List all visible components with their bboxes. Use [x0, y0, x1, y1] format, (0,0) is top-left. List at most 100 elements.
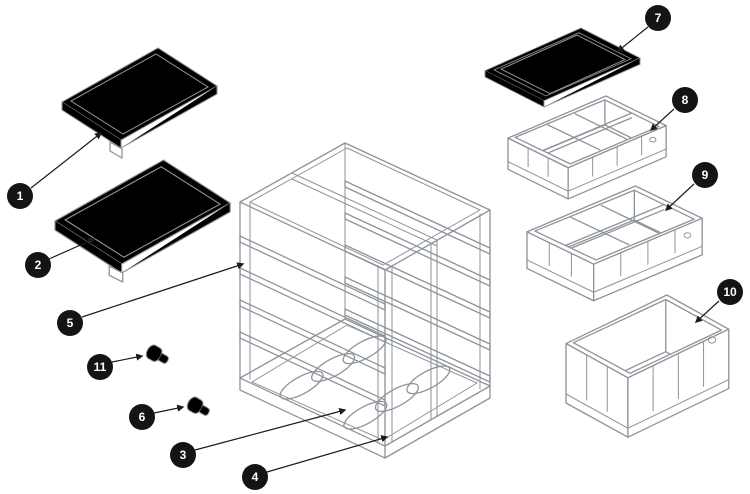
leader-line-9	[664, 183, 695, 211]
callout-number: 5	[67, 316, 74, 330]
part-5-frame	[240, 143, 490, 458]
lid-tab	[110, 142, 122, 158]
rail	[240, 236, 385, 310]
callout-5: 5	[57, 310, 83, 336]
part-7-tray	[484, 27, 641, 108]
callout-number: 10	[723, 285, 737, 299]
callout-2: 2	[25, 252, 51, 278]
lid-tab	[109, 266, 123, 282]
callout-circle	[242, 464, 268, 490]
bin-ribs	[549, 230, 675, 276]
slot	[276, 366, 326, 404]
part-11-fastener	[143, 342, 172, 368]
callout-number: 11	[94, 360, 107, 374]
rail	[240, 300, 385, 374]
frame-right-bay-rails	[345, 181, 490, 382]
rail	[345, 213, 490, 286]
bin-divider	[565, 205, 663, 251]
callout-circle	[129, 404, 155, 430]
callout-badges: 1 2 3 4 5 6 7 8	[7, 5, 743, 490]
pin-outline	[143, 342, 172, 368]
leader-line-1	[30, 132, 103, 189]
bin-base-band	[527, 246, 702, 292]
callout-number: 9	[702, 168, 709, 182]
leader-line-4	[266, 435, 389, 473]
parts-artwork	[54, 27, 729, 458]
frame-top-inner	[250, 148, 480, 265]
bin-ribs	[528, 136, 642, 176]
slot	[403, 361, 453, 399]
bin-hole	[684, 233, 691, 238]
callout-6: 6	[129, 404, 155, 430]
part-8-bin	[508, 96, 666, 199]
callout-circle	[717, 279, 743, 305]
rail	[345, 245, 490, 318]
rail	[345, 181, 490, 254]
frame-floor-slots	[276, 331, 453, 435]
leader-line-7	[616, 26, 649, 52]
bin-left-wall	[508, 138, 568, 199]
callout-4: 4	[242, 464, 268, 490]
bin-hole	[708, 337, 715, 343]
lid-outline	[61, 47, 218, 149]
bin-ribs	[587, 341, 704, 411]
frame-bottom-ring	[240, 319, 490, 446]
rail	[240, 332, 385, 406]
leader-lines	[30, 26, 720, 473]
bin-base-band	[566, 380, 729, 429]
callout-number: 6	[139, 410, 146, 424]
leader-line-2	[48, 238, 96, 260]
frame-divider-top-edge	[292, 173, 437, 246]
callout-circle	[7, 183, 33, 209]
callout-circle	[57, 310, 83, 336]
frame-floor-panel	[252, 325, 477, 440]
leader-line-6	[153, 404, 185, 414]
part-1-lid	[61, 47, 218, 158]
bin-hole	[650, 137, 656, 142]
divider-front-edge	[431, 240, 437, 419]
leader-line-3	[194, 408, 347, 451]
callout-7: 7	[645, 5, 671, 31]
callout-number: 1	[17, 189, 24, 203]
frame-base-skirt	[240, 378, 490, 458]
callout-circle	[170, 442, 196, 468]
bin-divider	[543, 113, 632, 155]
slot	[372, 378, 422, 416]
leader-line-5	[81, 262, 245, 318]
callout-circle	[645, 5, 671, 31]
callout-3: 3	[170, 442, 196, 468]
leader-line-10	[694, 300, 720, 323]
callout-circle	[25, 252, 51, 278]
part-6-fastener	[184, 394, 213, 420]
bin-cross-dividers	[548, 114, 627, 150]
callout-10: 10	[717, 279, 743, 305]
callout-number: 3	[180, 448, 187, 462]
part-9-bin	[527, 186, 702, 301]
front-post-edges	[378, 266, 392, 443]
callout-8: 8	[672, 87, 698, 113]
part-10-bin	[566, 295, 729, 437]
callout-number: 4	[252, 470, 259, 484]
callout-circle	[87, 354, 113, 380]
slot	[308, 348, 358, 386]
slot	[340, 396, 390, 434]
bin-base-band	[508, 149, 666, 191]
rail	[240, 268, 385, 342]
lid-outline	[54, 159, 231, 274]
bin-cross-dividers	[571, 206, 658, 245]
callout-number: 8	[682, 93, 689, 107]
pin-outline	[184, 394, 213, 420]
callout-number: 7	[655, 11, 662, 25]
rail	[345, 277, 490, 350]
part-2-lid	[54, 159, 231, 282]
callout-circle	[692, 162, 718, 188]
tray-outline	[484, 27, 641, 108]
leader-line-8	[649, 108, 675, 131]
tray-floor	[501, 35, 625, 93]
callout-11: 11	[87, 354, 113, 380]
bin-left-wall	[527, 232, 594, 301]
callout-circle	[672, 87, 698, 113]
leader-line-11	[111, 353, 144, 363]
slot	[339, 331, 389, 369]
